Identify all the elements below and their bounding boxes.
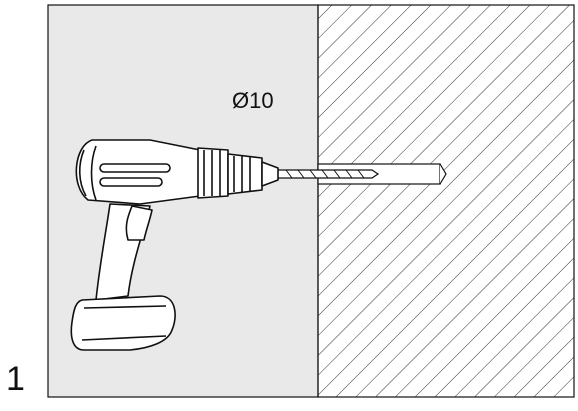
cordless-drill-icon [70,139,279,351]
hole-tip [439,163,447,185]
drill-diameter-label: Ø10 [232,88,274,113]
drill-bit-icon [275,169,380,179]
wall-section [317,4,575,398]
step-number: 1 [6,360,25,398]
